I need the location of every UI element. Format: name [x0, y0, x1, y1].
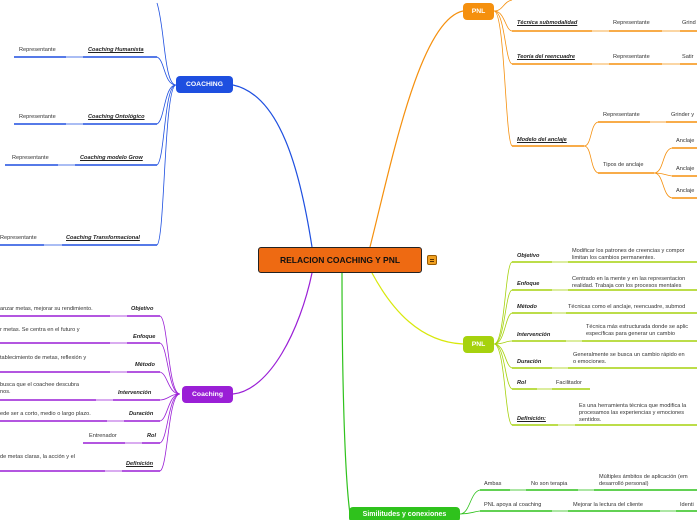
coaching-attribute-key[interactable]: Duración [129, 411, 154, 417]
pnl-attribute-text[interactable]: Facilitador [556, 380, 582, 386]
anchor-type-item[interactable]: Anclaje [676, 166, 695, 172]
topic-similarities[interactable]: Similitudes y conexiones [349, 507, 460, 520]
coaching-type-label[interactable]: Coaching Humanista [88, 47, 144, 53]
coaching-type-label[interactable]: Coaching modelo Grow [80, 155, 143, 161]
anchor-type-item[interactable]: Anclaje [676, 188, 695, 194]
topic-pnl-bottom[interactable]: PNL [463, 336, 494, 353]
coaching-attribute-text[interactable]: anzar metas, mejorar su rendimiento. [0, 306, 93, 312]
similarity-mid[interactable]: Mejorar la lectura del cliente [573, 502, 643, 508]
coaching-attribute-text[interactable]: busca que el coachee descubra nos. [0, 382, 79, 395]
coaching-attribute-key[interactable]: Definición [126, 461, 154, 467]
coaching-attribute-text[interactable]: r metas. Se centra en el futuro y [0, 327, 80, 333]
pnl-attribute-text[interactable]: Técnica más estructurada donde se aplic … [586, 324, 688, 337]
pnl-attribute-key[interactable]: Intervención [517, 332, 551, 338]
representative-name[interactable]: Satir [682, 54, 694, 60]
representative-name[interactable]: Grind [682, 20, 696, 26]
similarity-key[interactable]: PNL apoya al coaching [484, 502, 542, 508]
coaching-attribute-key[interactable]: Intervención [118, 390, 152, 396]
pnl-attribute-text[interactable]: Modificar los patrones de creencias y co… [572, 248, 685, 261]
representative-label[interactable]: Representante [613, 20, 650, 26]
representative-label[interactable]: Representante [19, 114, 56, 120]
pnl-attribute-key[interactable]: Enfoque [517, 281, 540, 287]
coaching-attribute-key[interactable]: Rol [147, 433, 157, 439]
coaching-type-label[interactable]: Coaching Ontológico [88, 114, 145, 120]
similarity-text[interactable]: Identi [680, 502, 694, 508]
coaching-attribute-key[interactable]: Método [135, 362, 155, 368]
representative-label[interactable]: Representante [12, 155, 49, 161]
pnl-attribute-text[interactable]: Técnicas como el anclaje, reencuadre, su… [568, 304, 686, 310]
pnl-technique-label[interactable]: Técnica submodalidad [517, 20, 578, 26]
pnl-technique-label[interactable]: Teoría del reencuadre [517, 54, 575, 60]
central-topic[interactable]: RELACION COACHING Y PNL [258, 247, 422, 273]
pnl-attribute-key[interactable]: Objetivo [517, 253, 540, 259]
representative-label[interactable]: Representante [613, 54, 650, 60]
note-icon[interactable] [427, 255, 437, 265]
coaching-attribute-key[interactable]: Objetivo [131, 306, 154, 312]
pnl-technique-label[interactable]: Modelo del anclaje [517, 137, 567, 143]
similarity-mid[interactable]: No son terapia [531, 481, 568, 487]
representative-label[interactable]: Representante [19, 47, 56, 53]
coaching-attribute-text[interactable]: de metas claras, la acción y el [0, 454, 75, 460]
coaching-type-label[interactable]: Coaching Transformacional [66, 235, 140, 241]
pnl-attribute-text[interactable]: Es una herramienta técnica que modifica … [579, 403, 687, 423]
coaching-attribute-text[interactable]: ede ser a corto, medio o largo plazo. [0, 411, 91, 417]
representative-label[interactable]: Representante [0, 235, 37, 241]
anchor-type-item[interactable]: Anclaje [676, 138, 695, 144]
pnl-attribute-key[interactable]: Definición: [517, 416, 546, 422]
pnl-attribute-text[interactable]: Generalmente se busca un cambio rápido e… [573, 352, 685, 365]
pnl-attribute-key[interactable]: Duración [517, 359, 542, 365]
similarity-text[interactable]: Múltiples ámbitos de aplicación (em desa… [599, 474, 688, 487]
topic-coaching-bottom[interactable]: Coaching [182, 386, 233, 403]
pnl-attribute-text[interactable]: Centrado en la mente y en las representa… [572, 276, 686, 289]
topic-coaching-top[interactable]: COACHING [176, 76, 233, 93]
coaching-attribute-text[interactable]: tablecimiento de metas, reflexión y [0, 355, 87, 361]
similarity-key[interactable]: Ambas [484, 481, 502, 487]
topic-pnl-top[interactable]: PNL [463, 3, 494, 20]
pnl-attribute-key[interactable]: Método [517, 304, 537, 310]
coaching-attribute-text[interactable]: Entrenador [89, 433, 117, 439]
anchor-types-label[interactable]: Tipos de anclaje [603, 162, 644, 168]
pnl-attribute-key[interactable]: Rol [517, 380, 527, 386]
coaching-attribute-key[interactable]: Enfoque [133, 334, 156, 340]
representative-name[interactable]: Grinder y [671, 112, 695, 118]
representative-label[interactable]: Representante [603, 112, 640, 118]
